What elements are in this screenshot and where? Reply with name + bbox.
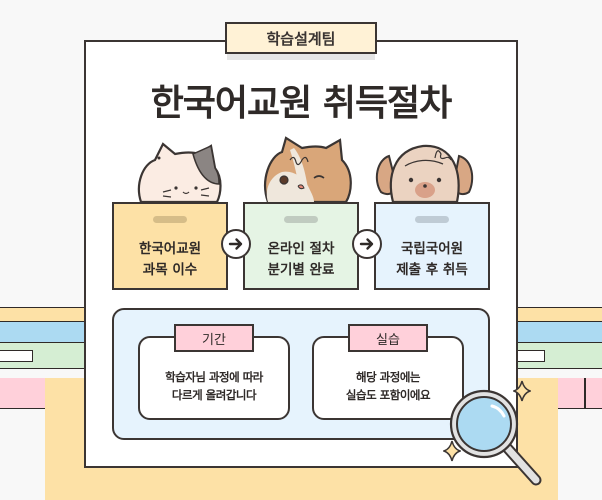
sparkle-icon: [443, 440, 461, 462]
step-label: 온라인 절차 분기별 완료: [268, 239, 335, 281]
info-tag-period: 기간: [174, 324, 254, 352]
step-label-line2: 과목 이수: [142, 262, 198, 278]
step-pill: [284, 216, 318, 223]
book-spine-pink: [558, 378, 602, 409]
calico-cat-icon: [137, 142, 222, 204]
info-text-period: 학습자님 과정에 따라 다르게 올려갑니다: [138, 368, 290, 404]
book-spine-blue: [518, 321, 602, 342]
step-label-line1: 한국어교원: [138, 241, 202, 257]
info-tag-practice: 실습: [348, 324, 428, 352]
book-spine-pink: [0, 378, 45, 409]
book-label: [0, 350, 33, 362]
step-label-line1: 국립국어원: [400, 241, 464, 257]
brown-cat-icon: [264, 136, 352, 204]
arrow-right-circle-icon: [352, 229, 382, 259]
step-label: 한국어교원 과목 이수: [139, 239, 201, 281]
page-title: 한국어교원 취득절차: [150, 83, 453, 124]
book-label: [518, 350, 545, 362]
team-tag-shadow: [227, 54, 375, 60]
team-tag: 학습설계팀: [225, 22, 377, 54]
book-divider: [584, 378, 586, 409]
book-spine-yellow: [518, 307, 602, 321]
book-spine-blue: [0, 321, 84, 342]
step-label-line1: 온라인 절차: [267, 241, 335, 257]
arrow-right-circle-icon: [221, 229, 251, 259]
step-label-line2: 분기별 완료: [267, 262, 335, 278]
book-spine-yellow: [0, 307, 84, 321]
step-label-line2: 제출 후 취득: [396, 262, 468, 278]
sparkle-icon: [513, 380, 531, 402]
step-label: 국립국어원 제출 후 취득: [396, 239, 468, 281]
puppy-icon: [375, 144, 474, 204]
step-pill: [415, 216, 449, 223]
step-1-card: 한국어교원 과목 이수: [112, 202, 228, 290]
step-2-card: 온라인 절차 분기별 완료: [243, 202, 359, 290]
magnifier-icon: [449, 389, 542, 486]
info-text-practice: 해당 과정에는 실습도 포함이에요: [312, 368, 464, 404]
info-text-line1: 학습자님 과정에 따라: [165, 370, 263, 384]
step-3-card: 국립국어원 제출 후 취득: [374, 202, 490, 290]
step-pill: [153, 216, 187, 223]
info-text-line2: 다르게 올려갑니다: [171, 388, 257, 402]
info-text-line2: 실습도 포함이에요: [345, 388, 431, 402]
info-text-line1: 해당 과정에는: [356, 370, 420, 384]
